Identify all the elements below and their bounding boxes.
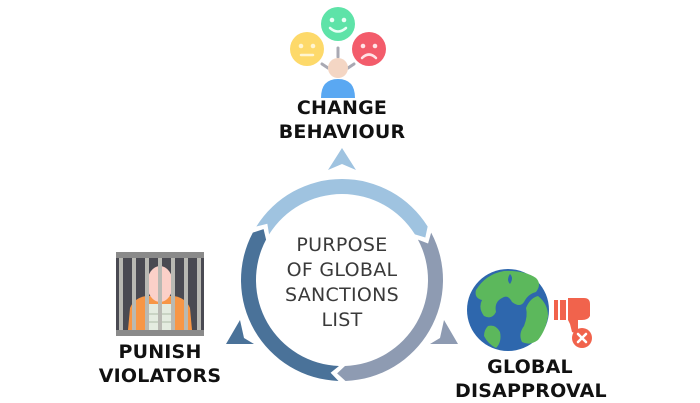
node-label-global-disapproval: GLOBAL DISAPPROVAL	[455, 355, 607, 403]
center-title-line-1: PURPOSE	[296, 234, 388, 256]
neutral-face-icon	[290, 32, 324, 66]
prisoner-jail-icon	[116, 252, 204, 336]
happy-face-icon	[321, 7, 355, 41]
label-line-2: BEHAVIOUR	[278, 121, 406, 143]
center-title-line-2: OF GLOBAL	[286, 259, 398, 281]
node-label-change-behaviour: CHANGE BEHAVIOUR	[262, 96, 422, 144]
arrow-to-change-behaviour	[328, 148, 356, 170]
label-line-1: GLOBAL	[487, 356, 573, 378]
thumbs-down-icon	[554, 298, 590, 333]
arrow-to-global-disapproval	[430, 320, 458, 344]
globe-thumbs-down-icon	[467, 269, 592, 351]
sad-face-icon	[352, 32, 386, 66]
arrow-to-punish-violators	[226, 320, 254, 344]
globe-icon	[467, 269, 549, 351]
close-icon	[572, 328, 592, 348]
arc-top	[256, 179, 428, 238]
arc-left	[241, 229, 339, 381]
label-line-2: DISAPPROVAL	[455, 380, 607, 402]
arc-right	[337, 232, 443, 381]
label-line-1: CHANGE	[296, 97, 388, 119]
node-label-punish-violators: PUNISH VIOLATORS	[90, 340, 230, 388]
label-line-1: PUNISH	[118, 341, 202, 363]
center-title-line-3: SANCTIONS	[284, 284, 400, 306]
label-line-2: VIOLATORS	[98, 365, 222, 387]
center-title: PURPOSE OF GLOBAL SANCTIONS LIST	[262, 233, 422, 333]
emotions-person-icon	[290, 7, 386, 98]
center-title-line-4: LIST	[321, 309, 363, 331]
